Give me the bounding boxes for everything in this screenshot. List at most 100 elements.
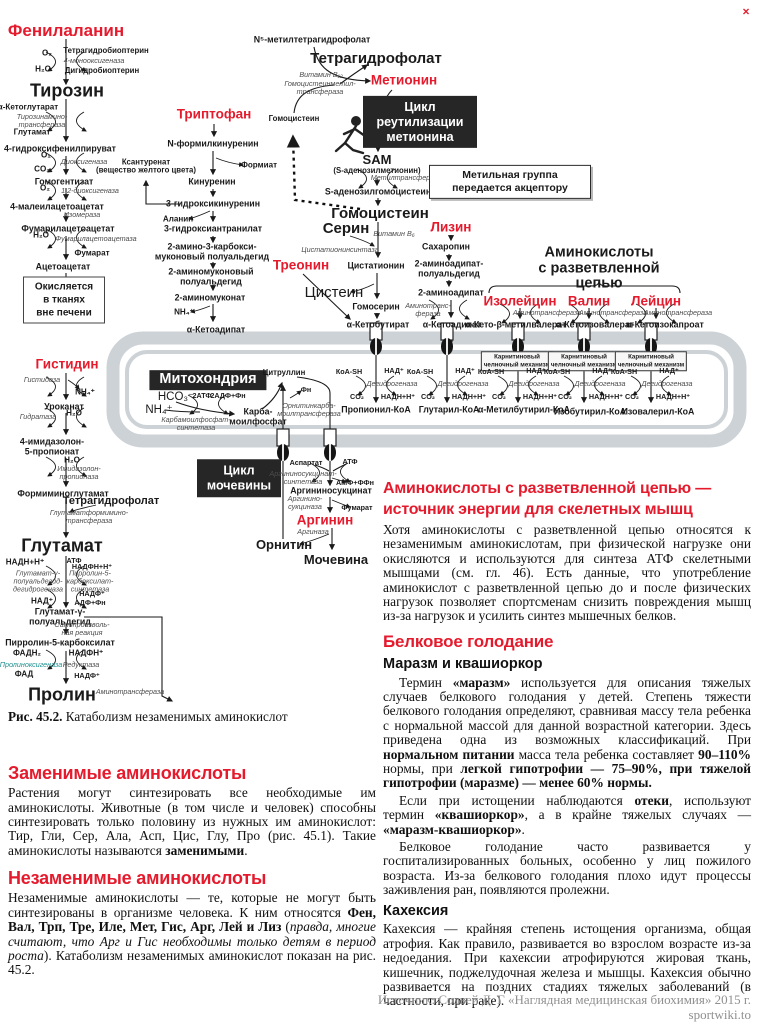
diagram-label: НАДН+Н⁺ [5, 557, 45, 567]
diagram-label: Фумарилацетоацетат [21, 223, 115, 234]
diagram-label: Дегидрогеназа [437, 379, 489, 389]
diagram-label: H₂O [64, 455, 80, 465]
methionine-recycle-box: Цикл реутилизации метионина [363, 95, 477, 149]
left-column: Рис. 45.2. Катаболизм незаменимых аминок… [8, 709, 376, 978]
diagram-label: 4-монооксигеназа [63, 56, 125, 66]
diagram-label: 2-аминоадипат- полуальдегид [414, 258, 484, 278]
paragraph: Растения могут синтезировать все необход… [8, 785, 376, 858]
paragraph: Если при истощении наблюдаются отеки, ис… [383, 792, 751, 837]
diagram-label: Ацетоацетат [35, 261, 91, 272]
diagram-label: НАДН+Н⁺ [522, 392, 558, 402]
diagram-label: Тетрагидробиоптерин [63, 45, 149, 55]
diagram-label: Пирролин-5- карбоксилат- синтетаза [66, 568, 114, 593]
diagram-label: Аргинино- сукциназа [287, 494, 323, 511]
diagram-label: Цистеин [304, 283, 364, 301]
diagram-label: Глутамат [13, 127, 51, 137]
diagram-label: Изобутирил-КоА [553, 406, 627, 417]
diagram-label: НАД⁺ [659, 366, 679, 376]
diagram-label: Гистидаза [23, 375, 61, 385]
diagram-label: Фн [300, 385, 312, 395]
diagram-label: Карбамоилфосфат- синтетаза [161, 415, 231, 432]
diagram-label: Витамин B₁₂ [299, 70, 343, 80]
phenylalanine: Фенилаланин [7, 20, 125, 40]
paragraph: Белковое голодание часто развивается у г… [383, 839, 751, 898]
diagram-label: Ксантуренат (вещество желтого цвета) [96, 157, 196, 175]
ornithine: Орнитин [255, 536, 313, 552]
section-heading-bcaa: Аминокислоты с разветвленной цепью — ист… [383, 480, 711, 518]
proline: Пролин [28, 684, 96, 705]
oxidized-outside-liver-box: Окисляется в тканях вне печени [23, 276, 105, 324]
subheading-cachexia: Кахексия [383, 902, 449, 919]
urea: Мочевина [303, 551, 369, 567]
diagram-label: 2-амино-3-карбокси- муконовый полуальдег… [154, 241, 270, 261]
diagram-label: CO₂ [350, 392, 364, 402]
diagram-label: Тирозинамино- трансфераза [16, 112, 68, 129]
diagram-label: α-Кетоадипат [186, 324, 246, 335]
diagram-label: 4-малеилацетоацетат [10, 201, 104, 212]
diagram-label: Карба- моилфосфат [229, 406, 287, 426]
diagram-label: CO₂ [558, 392, 572, 402]
diagram-label: α-Кетоадипат [422, 319, 482, 330]
diagram-label: НАДН+Н⁺ [380, 392, 416, 402]
diagram-label: Глутамат-γ- полуальдегид [29, 606, 91, 626]
diagram-label: Аланин [162, 214, 194, 224]
tryptophan: Триптофан [176, 106, 252, 122]
diagram-label: Аминотрансфераза [578, 308, 648, 318]
diagram-label: Формиат [240, 160, 278, 170]
diagram-label: НАДФН+Н⁺ [71, 562, 113, 572]
diagram-label: Аргининосукцинат [290, 485, 372, 496]
red-x-mark: × [742, 4, 750, 19]
threonine: Треонин [272, 257, 330, 273]
diagram-label: Гомоцистеинметил- трансфераза [284, 79, 356, 96]
diagram-label: 2-аминомуконовый полуальдегид [168, 266, 254, 286]
diagram-label: Дегидрогеназа [574, 379, 626, 389]
diagram-label: ФАДН₂ [12, 648, 42, 658]
diagram-label: 1,2-диоксигеназа [61, 186, 119, 196]
diagram-label: Аминотрансфераза [95, 687, 165, 697]
diagram-label: КоА-SH [335, 367, 363, 377]
diagram-label: α-Кетоглутарат [0, 102, 59, 112]
leucine: Лейцин [630, 293, 682, 309]
diagram-label: Диоксигеназа [60, 157, 108, 167]
diagram-label: НАД⁺ [384, 366, 404, 376]
diagram-label: Дегидрогеназа [508, 379, 560, 389]
diagram-label: HCO₃⁻ [157, 390, 195, 403]
diagram-label: S-аденозилгомоцистеин [324, 186, 432, 197]
section-heading-essential: Незаменимые аминокислоты [8, 868, 267, 889]
diagram-label: Фумарат [341, 503, 373, 513]
diagram-label: 4-имидазолон- 5-пропионат [19, 436, 85, 456]
diagram-label: O₂ [40, 183, 50, 193]
source-line: Источник: Солвей Д. Г «Наглядная медицин… [377, 992, 751, 1007]
diagram-label: Цистатионинсинтаза [301, 245, 379, 255]
diagram-label: АДФ+Фн [74, 598, 106, 608]
diagram-label: α-Метилбутирил-КоА [477, 404, 571, 415]
diagram-label: 3-гидроксикинуренин [165, 198, 261, 209]
diagram-label: Пирролин-5-карбоксилат [5, 637, 115, 648]
diagram-label: НАДН+Н⁺ [451, 392, 487, 402]
diagram-label: Изомераза [63, 210, 101, 220]
diagram-label: Гомоцистеин [268, 113, 320, 123]
diagram-label: Аспартат [289, 458, 323, 468]
diagram-label: 3-гидроксиантранилат [163, 223, 263, 234]
diagram-label: Имидазолон- пропионаза [57, 464, 101, 481]
diagram-label: НАД⁺ [455, 366, 475, 376]
diagram-label: O₂ [41, 150, 51, 160]
diagram-label: Цитруллин [262, 367, 306, 377]
diagram-label: H₂O [35, 64, 51, 74]
homocysteine: Гомоцистеин [331, 204, 429, 222]
diagram-label: (S-аденозилметионин) [333, 165, 421, 175]
diagram-label: КоА-SH [610, 367, 638, 377]
diagram-label: N⁵-метилтетрагидрофолат [253, 34, 371, 45]
mitochondria-label: Митохондрия [149, 370, 267, 390]
diagram-label: Фумарилацетоацетаза [55, 234, 137, 244]
section-heading-protein-starvation: Белковое голодание [383, 631, 554, 651]
tyrosine: Тирозин [29, 80, 105, 101]
bcaa-header: Аминокислоты с разветвленной цепью [538, 244, 660, 292]
diagram-label: АТФ [342, 457, 358, 467]
diagram-label: Формиминоглутамат [17, 488, 109, 499]
diagram-label: Тетрагидрофолат [310, 49, 442, 67]
section-heading-substitutable: Заменимые аминокислоты [8, 763, 247, 783]
arginine: Аргинин [296, 512, 354, 528]
